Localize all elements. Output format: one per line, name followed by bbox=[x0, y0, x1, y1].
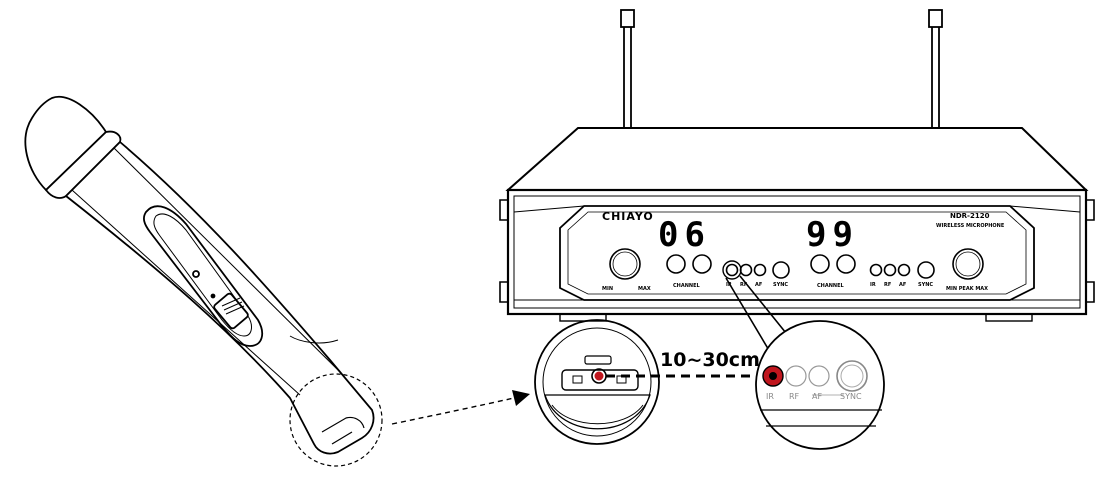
distance-label: 10~30cm bbox=[660, 349, 760, 371]
sync-label-a: SYNC bbox=[773, 282, 788, 288]
receiver-zoom bbox=[755, 320, 885, 450]
mic-ir-window-highlight bbox=[289, 373, 383, 467]
brand-logo: CHIAYO bbox=[602, 210, 654, 223]
ir-label-a: IR bbox=[726, 282, 732, 288]
channel-b-display: 99 bbox=[806, 215, 859, 255]
mic-bottom-zoom bbox=[534, 319, 660, 445]
mic-body bbox=[64, 140, 375, 455]
antenna-right bbox=[928, 9, 943, 128]
knob-label-b: MIN PEAK MAX bbox=[946, 286, 988, 292]
mic-grille bbox=[24, 95, 108, 192]
channel-up-button-b[interactable] bbox=[810, 254, 830, 274]
antenna-left bbox=[620, 9, 635, 128]
model-subtitle: WIRELESS MICROPHONE bbox=[936, 223, 1005, 229]
knob-min-label-a: MIN bbox=[602, 286, 613, 292]
model-number: NDR-2120 bbox=[950, 212, 990, 220]
af-led-b bbox=[897, 263, 911, 277]
rf-led-b bbox=[883, 263, 897, 277]
af-label-a: AF bbox=[755, 282, 762, 288]
volume-knob-a[interactable] bbox=[609, 248, 641, 280]
zoom-sync-label: SYNC bbox=[840, 392, 862, 401]
mic-battery-slot-left bbox=[572, 375, 583, 384]
mic-bottom-tip bbox=[321, 416, 365, 433]
rf-led-a bbox=[739, 263, 753, 277]
ir-label-b: IR bbox=[870, 282, 876, 288]
sync-button-a[interactable] bbox=[772, 261, 790, 279]
zoom-rf-led bbox=[785, 365, 807, 387]
handheld-microphone bbox=[24, 95, 383, 467]
af-led-a bbox=[753, 263, 767, 277]
mic-power-switch[interactable] bbox=[213, 292, 249, 330]
knob-max-label-a: MAX bbox=[638, 286, 651, 292]
receiver-front bbox=[506, 188, 1088, 316]
receiver-unit bbox=[499, 9, 1095, 322]
volume-knob-b[interactable] bbox=[952, 248, 984, 280]
direction-arrow bbox=[391, 390, 530, 425]
mic-power-indicator bbox=[192, 270, 200, 278]
channel-up-button-a[interactable] bbox=[666, 254, 686, 274]
channel-down-button-b[interactable] bbox=[836, 254, 856, 274]
zoom-af-led bbox=[808, 365, 830, 387]
sync-button-b[interactable] bbox=[917, 261, 935, 279]
rf-label-a: RF bbox=[740, 282, 747, 288]
channel-label-a: CHANNEL bbox=[673, 283, 701, 289]
mic-switch-panel bbox=[143, 205, 264, 347]
channel-a-display: 06 bbox=[658, 215, 711, 255]
channel-down-button-a[interactable] bbox=[692, 254, 712, 274]
ir-led-b bbox=[869, 263, 883, 277]
channel-label-b: CHANNEL bbox=[817, 283, 845, 289]
receiver-zoom-callout bbox=[722, 260, 791, 353]
sync-label-b: SYNC bbox=[918, 282, 933, 288]
zoom-rf-label: RF bbox=[789, 392, 800, 401]
af-label-b: AF bbox=[899, 282, 906, 288]
rf-label-b: RF bbox=[884, 282, 891, 288]
zoom-af-label: AF bbox=[812, 392, 822, 401]
receiver-top bbox=[505, 127, 1089, 191]
ir-led-a bbox=[725, 263, 739, 277]
zoom-ir-label: IR bbox=[766, 392, 774, 401]
